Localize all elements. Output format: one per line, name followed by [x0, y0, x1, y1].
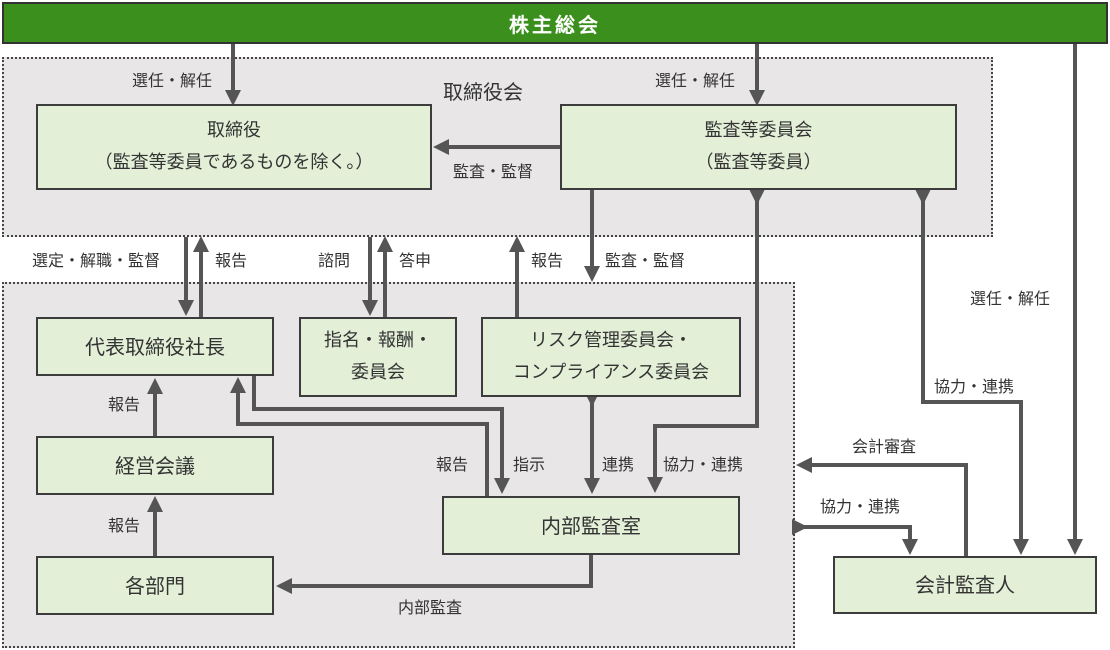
directors-subtitle: （監査等委員であるものを除く。）	[94, 152, 374, 173]
label-audit-supervise-risk: 監査・監督	[605, 251, 686, 270]
shareholders-meeting-bar: 株主総会	[2, 2, 1108, 44]
audit-committee-box: 監査等委員会 （監査等委員）	[560, 104, 957, 190]
directors-box: 取締役 （監査等委員であるものを除く。）	[36, 104, 432, 190]
label-cooperate-audit: 協力・連携	[663, 455, 744, 474]
label-report-internal: 報告	[436, 455, 469, 474]
label-audit-supervise-board: 監査・監督	[453, 162, 534, 181]
arrow-cooperate-internal-auditor	[792, 519, 918, 555]
shareholders-meeting-title: 株主総会	[509, 12, 601, 37]
arrow-cooperate-audit	[647, 189, 765, 493]
label-select-dismiss-supervise: 選定・解職・監督	[32, 251, 161, 270]
nomination-committee-box: 指名・報酬・ 委員会	[299, 317, 457, 397]
arrow-instruct	[252, 376, 510, 494]
internal-audit-box: 内部監査室	[442, 496, 740, 555]
arrow-accounting-audit	[796, 457, 968, 556]
arrow-internal-audit	[276, 555, 593, 594]
label-instruct: 指示	[513, 455, 546, 474]
arrow-report-internal	[230, 377, 489, 496]
departments-title: 各部門	[125, 573, 185, 598]
departments-box: 各部門	[36, 556, 274, 615]
label-cooperate-committee-auditor: 協力・連携	[934, 377, 1015, 396]
label-elect-dismiss-left: 選任・解任	[132, 71, 213, 90]
audit-committee-subtitle: （監査等委員）	[695, 152, 822, 173]
risk-line2: コンプライアンス委員会	[512, 362, 710, 383]
label-elect-dismiss-far: 選任・解任	[970, 289, 1051, 308]
directors-title: 取締役	[207, 120, 261, 141]
internal-audit-title: 内部監査室	[541, 513, 641, 538]
audit-committee-title: 監査等委員会	[704, 120, 813, 141]
label-internal-audit-flow: 内部監査	[398, 598, 463, 617]
label-cooperate-internal-auditor: 協力・連携	[820, 497, 901, 516]
label-answer: 答申	[399, 251, 432, 270]
label-consult: 諮問	[318, 251, 351, 270]
management-meeting-title: 経営会議	[115, 453, 195, 478]
label-accounting-audit: 会計審査	[852, 437, 917, 456]
board-region-title: 取締役会	[443, 80, 523, 104]
president-box: 代表取締役社長	[36, 317, 274, 376]
president-title: 代表取締役社長	[85, 334, 225, 359]
label-cooperate-risk: 連携	[602, 455, 635, 474]
accounting-auditor-title: 会計監査人	[915, 573, 1015, 597]
label-report-dept-meeting: 報告	[108, 516, 141, 535]
label-report-president-board: 報告	[215, 251, 248, 270]
label-report-risk-board: 報告	[531, 251, 564, 270]
accounting-auditor-box: 会計監査人	[833, 556, 1097, 614]
risk-compliance-box: リスク管理委員会・ コンプライアンス委員会	[481, 317, 741, 397]
label-report-meeting-president: 報告	[108, 395, 141, 414]
risk-line1: リスク管理委員会・	[530, 330, 692, 351]
label-elect-dismiss-right: 選任・解任	[655, 71, 736, 90]
arrow-cooperate-committee-auditor	[915, 189, 1029, 555]
nomination-line2: 委員会	[351, 362, 405, 383]
management-meeting-box: 経営会議	[36, 436, 274, 495]
nomination-line1: 指名・報酬・	[324, 330, 432, 351]
